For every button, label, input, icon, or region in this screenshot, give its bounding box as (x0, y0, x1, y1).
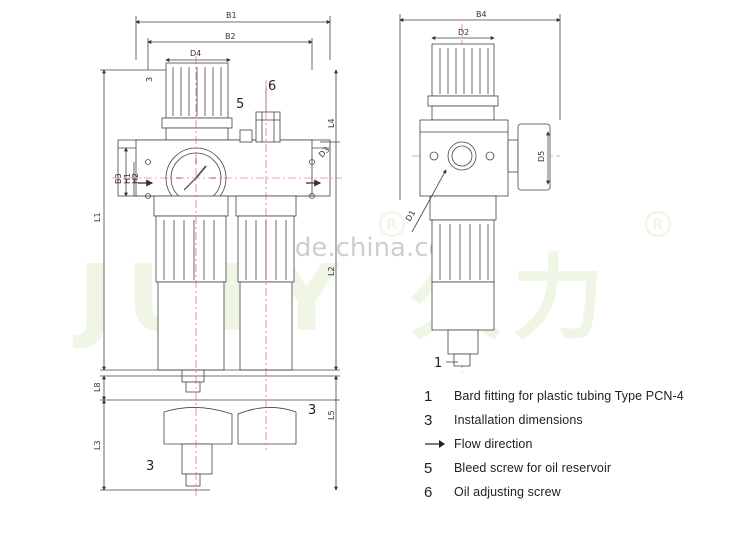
legend-text: Oil adjusting screw (454, 485, 561, 499)
legend-item: Flow direction (420, 432, 740, 456)
legend-text: Bard fitting for plastic tubing Type PCN… (454, 389, 684, 403)
dim-d4: D4 (190, 49, 201, 58)
dim-b3: B3 (114, 173, 123, 184)
legend-text: Flow direction (454, 437, 533, 451)
dim-h1: H1 (123, 173, 132, 184)
legend-item: 1 Bard fitting for plastic tubing Type P… (420, 384, 740, 408)
registered-mark-right (644, 210, 672, 238)
dim-h2: H2 (131, 173, 140, 184)
dim-d5: D5 (537, 151, 546, 162)
dim-l5: L5 (327, 410, 336, 420)
callout-3-left: 3 (146, 459, 154, 474)
dim-l4: L4 (327, 118, 336, 128)
dim-l3: L3 (93, 440, 102, 450)
callout-labels: 6 5 3 3 1 (146, 79, 442, 474)
legend-number: 1 (424, 387, 433, 405)
dim-b1: B1 (226, 11, 237, 20)
registered-mark-left (378, 210, 406, 238)
dim-d1: D1 (404, 209, 417, 223)
callout-6: 6 (268, 79, 276, 94)
dim-l1: L1 (93, 212, 102, 222)
callout-3-right: 3 (308, 403, 316, 418)
legend-item: 5 Bleed screw for oil reservoir (420, 456, 740, 480)
legend-text: Bleed screw for oil reservoir (454, 461, 612, 475)
callout-1: 1 (434, 356, 442, 371)
callout-5: 5 (236, 97, 244, 112)
side-view (399, 14, 561, 367)
dim-3: 3 (145, 77, 154, 82)
dim-l8: L8 (93, 382, 102, 392)
dim-d2: D2 (458, 28, 469, 37)
dim-b2: B2 (225, 32, 236, 41)
legend: 1 Bard fitting for plastic tubing Type P… (420, 384, 740, 504)
legend-item: 3 Installation dimensions (420, 408, 740, 432)
registered-letter-left: R (386, 217, 397, 233)
legend-number: 5 (424, 459, 433, 477)
dim-l2: L2 (327, 266, 336, 276)
legend-item: 6 Oil adjusting screw (420, 480, 740, 504)
legend-number: 3 (424, 411, 433, 429)
registered-letter-right: R (652, 217, 663, 233)
flow-arrow-icon (420, 436, 454, 453)
legend-text: Installation dimensions (454, 413, 583, 427)
dim-b4: B4 (476, 10, 487, 19)
legend-number: 6 (424, 483, 433, 501)
